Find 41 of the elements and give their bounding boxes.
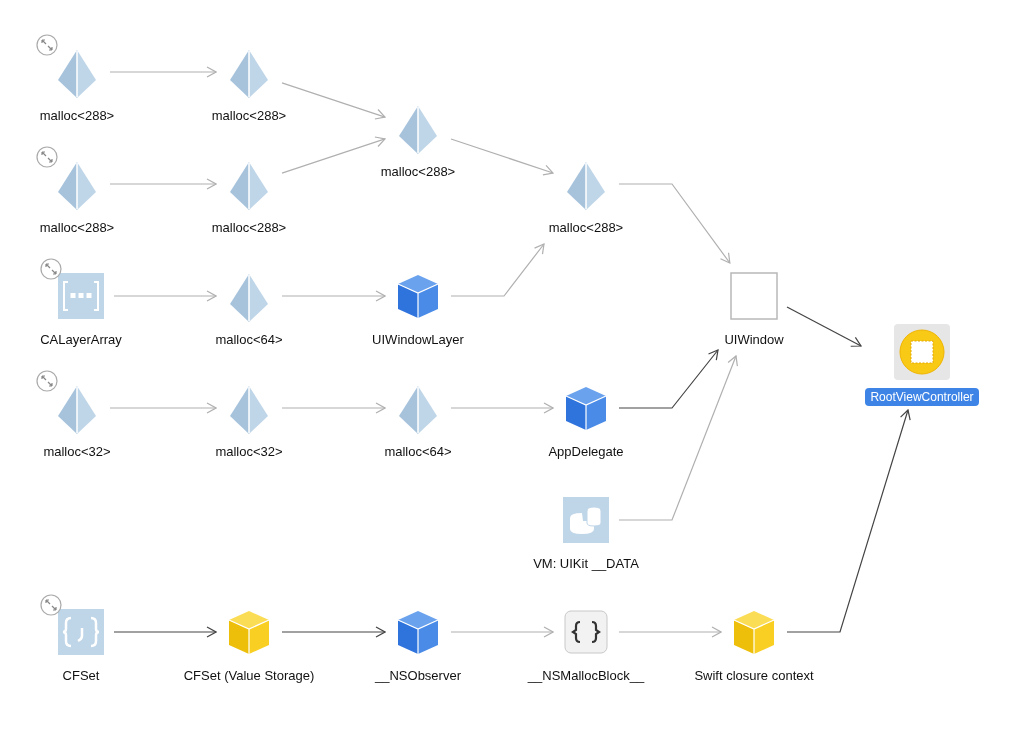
node-label: malloc<32> bbox=[43, 444, 111, 459]
node-label: Swift closure context bbox=[694, 668, 814, 683]
reference-arrow bbox=[618, 626, 722, 638]
node-label: malloc<288> bbox=[39, 108, 115, 123]
node-label: __NSObserver bbox=[375, 668, 461, 683]
reference-arrow bbox=[786, 306, 862, 347]
node-label: malloc<288> bbox=[380, 164, 456, 179]
reference-arrow bbox=[113, 290, 217, 302]
reference-arrow bbox=[113, 626, 217, 638]
node-label: malloc<64> bbox=[384, 444, 452, 459]
reference-arrow bbox=[618, 355, 738, 521]
node-label: CFSet (Value Storage) bbox=[183, 668, 315, 683]
reference-arrow bbox=[109, 178, 217, 190]
reference-arrow bbox=[281, 290, 386, 302]
node-label: malloc<288> bbox=[548, 220, 624, 235]
name-badge: RootViewController bbox=[865, 388, 979, 406]
reference-arrow bbox=[450, 626, 554, 638]
node-label: __NSMallocBlock__ bbox=[527, 668, 645, 683]
node-label: CFSet bbox=[62, 668, 100, 683]
reference-arrow bbox=[450, 402, 554, 414]
node-label: CALayerArray bbox=[40, 332, 122, 347]
node-label: VM: UIKit __DATA bbox=[533, 556, 639, 571]
node-label: malloc<64> bbox=[215, 332, 283, 347]
node-label: malloc<288> bbox=[39, 220, 115, 235]
reference-arrow bbox=[281, 402, 386, 414]
node-label: malloc<288> bbox=[211, 108, 287, 123]
reference-arrow bbox=[281, 82, 386, 120]
node-label: malloc<288> bbox=[211, 220, 287, 235]
reference-arrow bbox=[618, 349, 719, 409]
reference-arrow bbox=[109, 66, 217, 78]
reference-arrow bbox=[618, 183, 731, 264]
reference-arrow bbox=[109, 402, 217, 414]
node-label: UIWindowLayer bbox=[372, 332, 464, 347]
node-label: AppDelegate bbox=[548, 444, 624, 459]
reference-arrow bbox=[281, 626, 386, 638]
node-label: malloc<32> bbox=[215, 444, 283, 459]
reference-arrow bbox=[450, 138, 554, 176]
node-label: UIWindow bbox=[724, 332, 784, 347]
reference-arrow bbox=[786, 409, 911, 633]
reference-arrow bbox=[450, 243, 545, 297]
reference-arrow bbox=[281, 136, 386, 174]
